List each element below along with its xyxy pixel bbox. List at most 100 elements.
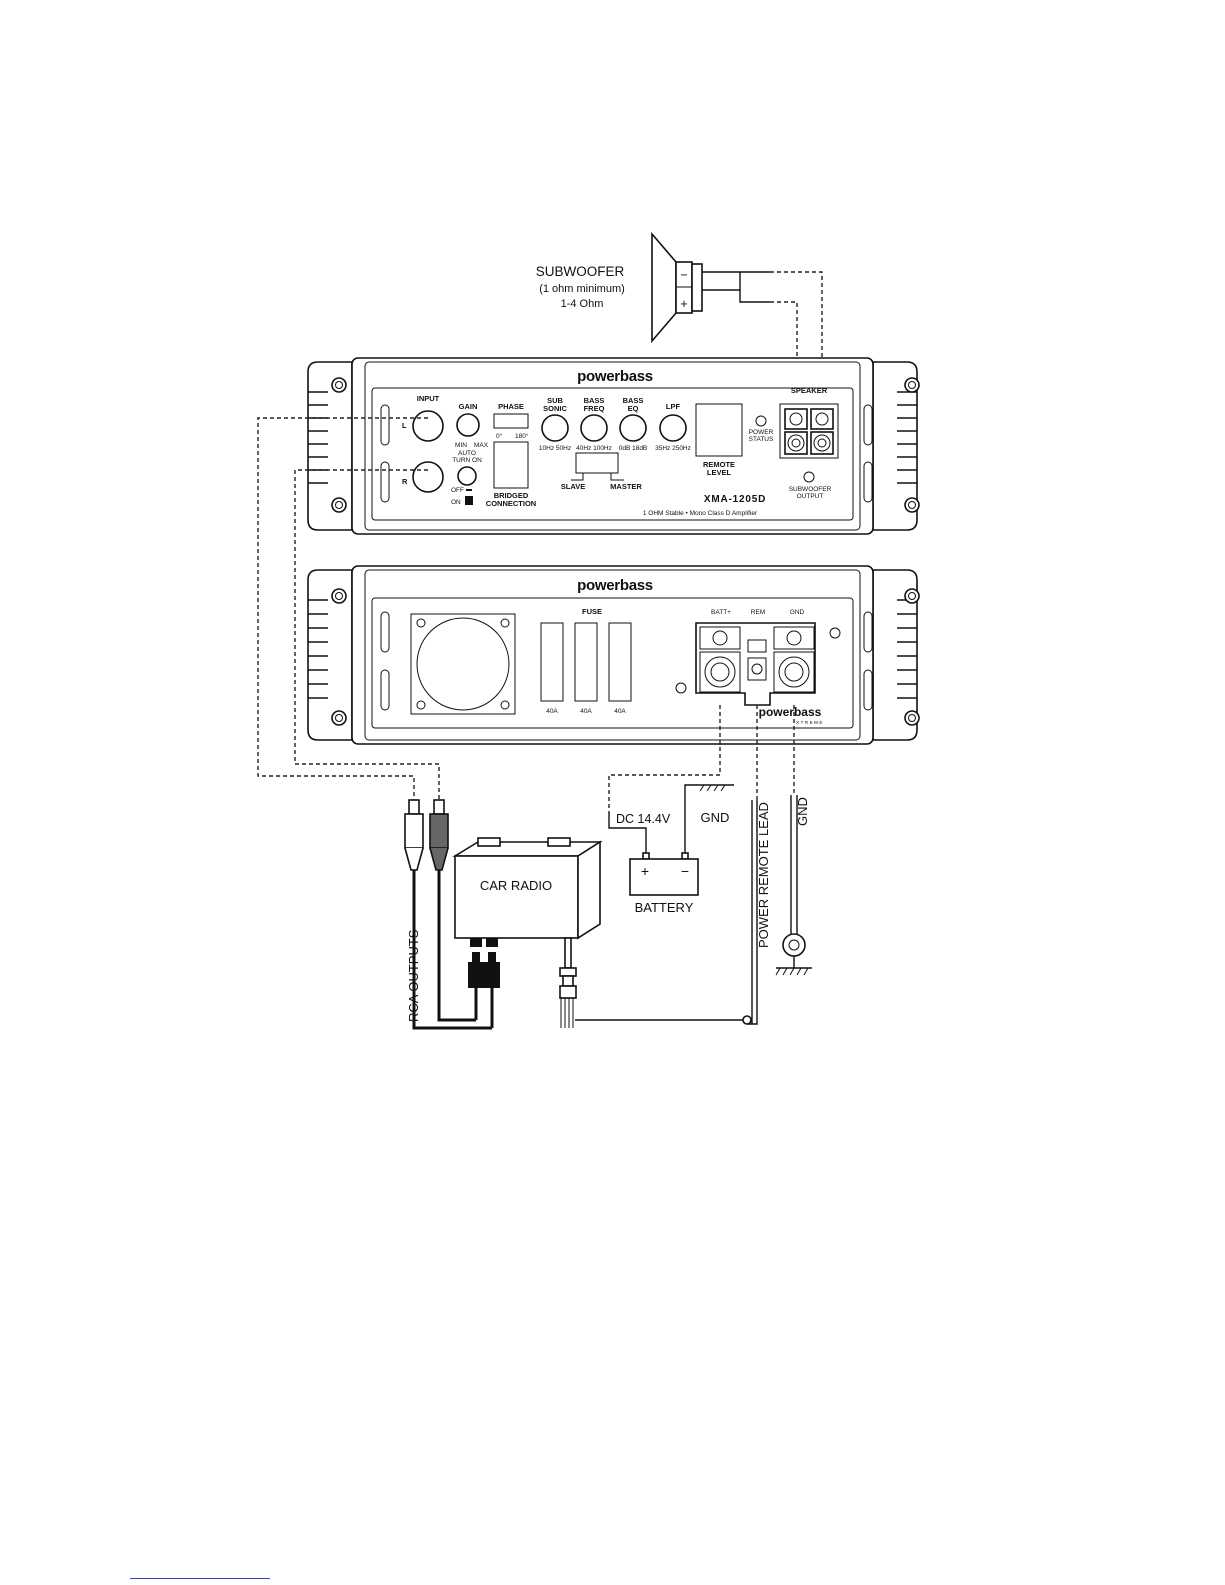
subwoofer-title: SUBWOOFER [536, 264, 625, 279]
speaker-label: SPEAKER [791, 386, 828, 395]
switch-on: ON [451, 499, 461, 506]
speaker-pos-terminal[interactable] [813, 434, 831, 452]
batt-terminal[interactable] [704, 656, 736, 688]
speaker-neg-terminal[interactable] [787, 434, 805, 452]
input-r-label: R [402, 477, 408, 486]
battery-minus: − [681, 863, 689, 879]
amplifier-rear-panel: powerbass FUSE 40A 40A 40A BATT+ REM GND… [307, 565, 920, 745]
bass-freq-range: 40Hz 100Hz [576, 445, 612, 452]
fuse-2-rating: 40A [580, 708, 592, 715]
subwoofer-minus: − [680, 268, 687, 282]
switch-off: OFF [451, 487, 464, 494]
bass-eq-2: EQ [628, 404, 639, 413]
input-r-jack[interactable] [412, 461, 444, 493]
auto-turn-on-2: TURN ON [452, 457, 482, 464]
lpf-knob[interactable] [659, 414, 687, 442]
battery-plus: + [641, 863, 649, 879]
power-led [755, 415, 767, 427]
subwoofer-min-note: (1 ohm minimum) [539, 283, 625, 295]
bridged-area [493, 441, 529, 489]
sub-sonic-2: SONIC [543, 404, 567, 413]
lpf-range: 35Hz 250Hz [655, 445, 691, 452]
battery-label: BATTERY [635, 900, 694, 915]
dc-label: DC 14.4V [616, 812, 671, 826]
model-label: XMA-1205D [704, 494, 766, 505]
sub-sonic-knob[interactable] [541, 414, 569, 442]
input-l-jack[interactable] [412, 410, 444, 442]
phase-180: 180° [515, 432, 529, 440]
battery [629, 858, 699, 896]
rca-plugs [404, 799, 449, 1020]
sub-out-1: SUBWOOFER [789, 486, 832, 493]
slave-master-switch[interactable] [575, 452, 619, 474]
sub-sonic-range: 10Hz 50Hz [539, 445, 571, 452]
fan-housing [410, 613, 516, 715]
batt-positive-dashed [608, 705, 721, 812]
input-label: INPUT [417, 394, 440, 403]
gain-max: MAX [474, 442, 489, 449]
battery-wiring: DC 14.4V GND + − BATTERY [608, 705, 734, 915]
gnd-wire [790, 795, 798, 935]
bass-freq-1: BASS [584, 396, 605, 405]
rear-brand-sub: XTREME [796, 720, 824, 725]
gnd-label: GND [790, 609, 805, 616]
bass-eq-knob[interactable] [619, 414, 647, 442]
bass-eq-range: 0dB 18dB [619, 445, 648, 452]
footer-rule [130, 1578, 270, 1579]
master-label: MASTER [610, 482, 642, 491]
speaker-wire-neg [770, 271, 823, 400]
gain-min: MIN [455, 442, 467, 449]
fuse-3[interactable] [608, 622, 632, 702]
gnd-terminal[interactable] [778, 656, 810, 688]
bass-eq-1: BASS [623, 396, 644, 405]
fuse-1-rating: 40A [546, 708, 558, 715]
subwoofer: − + SUBWOOFER (1 ohm minimum) 1-4 Ohm [536, 231, 770, 344]
chassis-ring-terminal [782, 933, 806, 957]
sub-sonic-1: SUB [547, 396, 563, 405]
remote-wire [747, 800, 758, 1025]
auto-turn-on-led [457, 466, 477, 486]
speaker-terminal-block [779, 403, 839, 459]
tagline: 1 OHM Stable • Mono Class D Amplifier [643, 510, 758, 517]
gnd-chassis-label: GND [795, 797, 810, 826]
power-2: STATUS [749, 436, 774, 443]
bridged-1: BRIDGED [494, 491, 529, 500]
auto-turn-on-1: AUTO [458, 450, 476, 457]
front-brand-logo: powerbass [577, 368, 653, 385]
car-radio: CAR RADIO [412, 837, 752, 1030]
lpf-label: LPF [666, 402, 681, 411]
power-1: POWER [749, 429, 774, 436]
rca-outputs-label: RCA OUTPUTS [406, 929, 421, 1022]
auto-turn-on-switch[interactable] [465, 496, 473, 505]
power-remote-lead-label: POWER REMOTE LEAD [756, 802, 771, 948]
gain-knob[interactable] [456, 413, 480, 437]
slave-label: SLAVE [561, 482, 585, 491]
bridged-2: CONNECTION [486, 499, 536, 508]
cooling-fan [416, 617, 510, 711]
rem-terminal[interactable] [747, 657, 767, 681]
bass-freq-knob[interactable] [580, 414, 608, 442]
fuse-2[interactable] [574, 622, 598, 702]
rem-label: REM [751, 609, 765, 616]
remote-level-1: REMOTE [703, 460, 735, 469]
amplifier-front-panel: powerbass INPUT L R GAIN MIN MAX AUTO TU… [307, 357, 920, 535]
subwoofer-plus: + [680, 297, 687, 311]
rca-r-wire [294, 469, 440, 800]
phase-label: PHASE [498, 402, 524, 411]
rca-l-wire [257, 417, 428, 800]
input-l-label: L [402, 421, 407, 430]
phase-0: 0° [496, 432, 503, 440]
subwoofer-range: 1-4 Ohm [561, 298, 604, 310]
fuse-label: FUSE [582, 607, 602, 616]
fuse-1[interactable] [540, 622, 564, 702]
fuse-3-rating: 40A [614, 708, 626, 715]
rear-brand-logo: powerbass [577, 577, 653, 594]
rear-brand-small: powerbass [759, 705, 822, 719]
car-radio-label: CAR RADIO [480, 878, 552, 893]
remote-level-port[interactable] [695, 403, 743, 457]
gnd-battery-label: GND [701, 810, 730, 825]
batt-label: BATT+ [711, 609, 731, 616]
sub-out-2: OUTPUT [797, 493, 824, 500]
gain-label: GAIN [459, 402, 478, 411]
